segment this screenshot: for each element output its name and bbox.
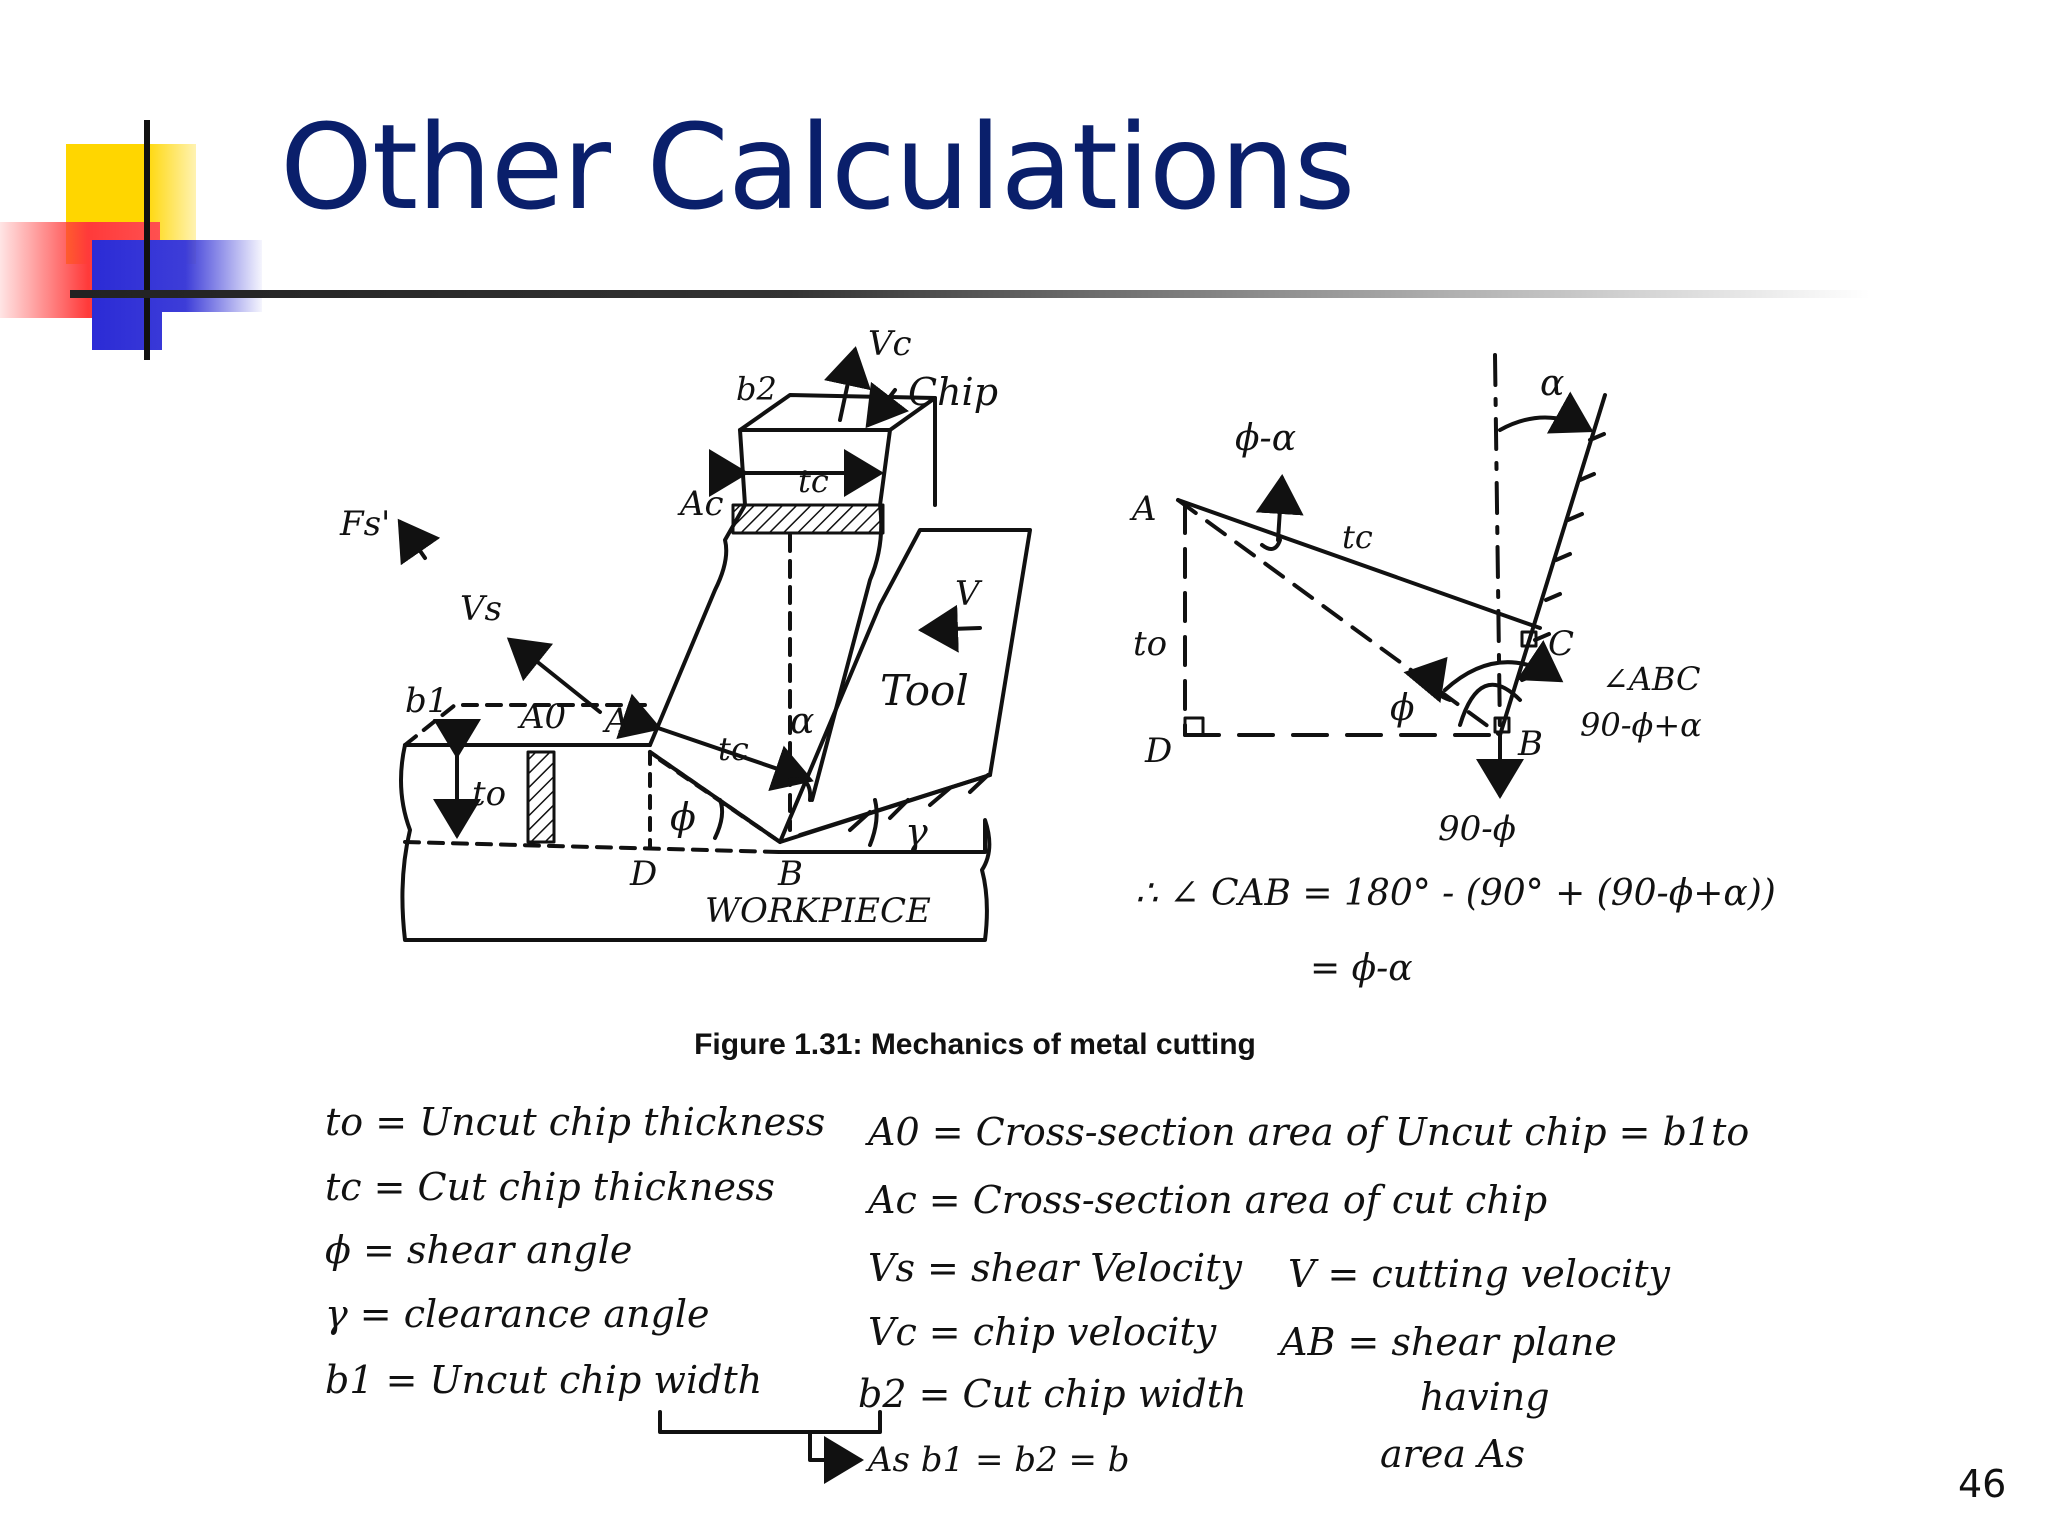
legend-item: V = cutting velocity — [1288, 1252, 1670, 1296]
label-a-right: A — [1129, 489, 1157, 529]
label-tc-top: tc — [798, 462, 829, 500]
label-abc-value: 90-ϕ+α — [1580, 706, 1702, 744]
legend-item: ϕ = shear angle — [325, 1228, 633, 1272]
label-gamma: γ — [905, 810, 928, 854]
label-tool: Tool — [880, 666, 969, 715]
label-v-tool: V — [955, 574, 983, 614]
title-underline — [70, 290, 1870, 298]
label-b1: b1 — [405, 681, 448, 721]
legend-item: A0 = Cross-section area of Uncut chip = … — [868, 1110, 1750, 1154]
legend-item: tc = Cut chip thickness — [325, 1165, 775, 1209]
page-number: 46 — [1958, 1462, 2007, 1506]
label-alpha-right: α — [1540, 363, 1564, 404]
legend-item: Vc = chip velocity — [868, 1310, 1217, 1354]
legend-item: γ = clearance angle — [325, 1292, 710, 1336]
label-vs: Vs — [460, 589, 502, 629]
slide-title: Other Calculations — [280, 98, 1355, 236]
figure-panel — [162, 312, 2038, 1522]
label-d-right: D — [1144, 731, 1172, 771]
label-angle-abc: ∠ABC — [1602, 660, 1701, 698]
label-ninety-minus-phi: 90-ϕ — [1438, 809, 1516, 849]
label-a: A — [602, 701, 630, 741]
label-phi-minus-alpha: ϕ-α — [1235, 418, 1296, 459]
label-a0: A0 — [517, 697, 566, 737]
vertical-line-decoration — [144, 120, 150, 360]
label-tc-mid: tc — [718, 730, 749, 768]
legend-item: Ac = Cross-section area of cut chip — [868, 1178, 1548, 1222]
label-phi-right: ϕ — [1390, 688, 1415, 729]
label-chip: Chip — [908, 370, 998, 414]
label-b-right: B — [1517, 724, 1543, 764]
legend-item: to = Uncut chip thickness — [325, 1100, 826, 1144]
legend-item: area As — [1380, 1432, 1525, 1476]
label-vc: Vc — [868, 324, 912, 364]
legend-item: b1 = Uncut chip width — [325, 1358, 763, 1402]
legend-item: Vs = shear Velocity — [868, 1246, 1242, 1290]
label-b2: b2 — [736, 370, 777, 408]
label-to-right: to — [1133, 624, 1167, 664]
label-d: D — [629, 854, 657, 894]
label-to: to — [472, 774, 506, 814]
legend-item: b2 = Cut chip width — [858, 1372, 1247, 1416]
equation-line-1: ∴ ∠ CAB = 180° - (90° + (90-ϕ+α)) — [1135, 873, 1776, 914]
label-phi: ϕ — [670, 795, 696, 839]
label-workpiece: WORKPIECE — [705, 891, 931, 931]
label-alpha: α — [790, 701, 814, 742]
legend-note: As b1 = b2 = b — [868, 1440, 1130, 1480]
legend-item: having — [1420, 1375, 1550, 1419]
label-fs: Fs' — [339, 504, 390, 544]
legend-item: AB = shear plane — [1280, 1320, 1617, 1364]
figure-caption: Figure 1.31: Mechanics of metal cutting — [694, 1028, 1256, 1061]
equation-line-2: = ϕ-α — [1310, 948, 1413, 989]
label-c-right: C — [1548, 624, 1574, 664]
label-tc-right: tc — [1342, 518, 1373, 556]
label-b: B — [777, 854, 803, 894]
label-ac: Ac — [677, 484, 724, 524]
